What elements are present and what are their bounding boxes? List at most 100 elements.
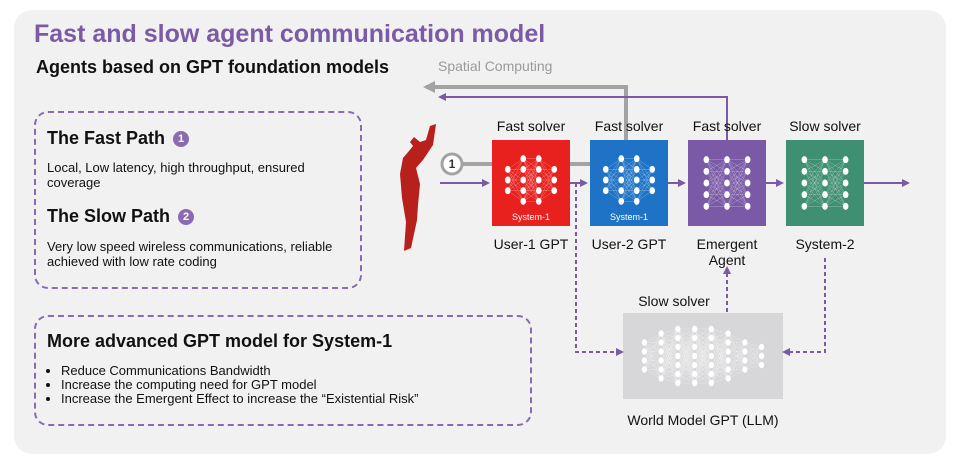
network-edge <box>727 342 746 379</box>
network-edge <box>507 179 524 191</box>
network-edge <box>804 159 826 184</box>
network-node <box>692 334 698 342</box>
network-edge <box>726 171 748 207</box>
network-node <box>725 375 731 382</box>
network-node <box>692 325 698 333</box>
network-edge <box>804 159 826 195</box>
network-node <box>641 339 647 346</box>
network-edge <box>694 373 712 384</box>
network-node <box>708 325 714 333</box>
slow-path-badge: 2 <box>178 209 195 226</box>
page-subtitle: Agents based on GPT foundation models <box>36 57 390 77</box>
network-edge <box>538 169 555 181</box>
slow-route-right <box>782 258 826 356</box>
network-edge <box>636 169 653 191</box>
network-edge <box>694 337 712 384</box>
network-node <box>602 176 609 184</box>
network-edge <box>824 159 846 172</box>
network-edge <box>726 159 748 207</box>
block2-top-label: Fast solver <box>594 118 664 134</box>
background-panel <box>14 10 946 454</box>
network-node <box>649 176 656 184</box>
network-edge <box>644 333 662 370</box>
advanced-bullet: Increase the computing need for GPT mode… <box>61 378 531 392</box>
advanced-heading: More advanced GPT model for System-1 <box>47 331 393 351</box>
fast-path-badge: 1 <box>173 131 190 148</box>
network-node <box>551 176 558 184</box>
network-node <box>658 339 664 346</box>
network-edge <box>728 333 745 343</box>
network-edge <box>605 169 622 191</box>
network-edge <box>824 159 846 207</box>
network-node <box>658 357 664 364</box>
network-node <box>708 334 714 342</box>
network-node <box>520 197 527 205</box>
network-edge <box>523 169 539 202</box>
network-edge <box>711 333 729 339</box>
fast-path-marker-label: 1 <box>449 157 456 171</box>
network-edge <box>661 378 678 384</box>
network-node <box>633 197 640 205</box>
network-edge <box>824 194 846 207</box>
network-edge <box>660 328 679 379</box>
network-edge <box>507 190 524 202</box>
network-edge <box>711 351 729 384</box>
network-edge <box>677 364 695 384</box>
network-edge <box>727 342 746 370</box>
network-edge <box>804 171 826 207</box>
block4-bottom-label: System-2 <box>795 236 855 252</box>
network-edge <box>507 158 524 191</box>
system-tag: System-1 <box>610 212 648 222</box>
network-edge <box>621 158 637 202</box>
network-edge <box>538 190 555 202</box>
network-edge <box>523 158 539 170</box>
network-node <box>535 187 542 195</box>
network-edge <box>711 333 729 375</box>
network-node <box>801 156 808 164</box>
network-edge <box>726 182 748 207</box>
network-node <box>675 325 681 333</box>
network-node <box>692 379 698 387</box>
network-node <box>742 357 748 364</box>
path-box <box>34 111 362 289</box>
network-edge <box>660 328 679 352</box>
network-node <box>618 187 625 195</box>
network-node <box>675 343 681 351</box>
network-edge <box>507 158 524 181</box>
network-edge <box>694 328 712 384</box>
block3-top-label: Fast solver <box>692 118 762 134</box>
network-node <box>842 191 849 199</box>
network-node <box>742 339 748 346</box>
network-edge <box>660 328 679 343</box>
network-edge <box>677 328 695 348</box>
network-edge <box>621 190 637 202</box>
network-node <box>725 330 731 337</box>
network-edge <box>605 158 622 170</box>
slow-route-left <box>575 183 624 356</box>
network-edge <box>711 328 729 334</box>
network-edge <box>621 158 637 181</box>
network-node <box>801 202 808 210</box>
network-node <box>725 366 731 373</box>
network-edge <box>605 158 622 191</box>
network-node <box>551 187 558 195</box>
network-node <box>742 366 748 373</box>
network-node <box>675 352 681 360</box>
network-edge <box>728 369 745 379</box>
network-edge <box>744 346 762 352</box>
network-edge <box>677 355 695 384</box>
network-node <box>744 167 751 175</box>
network-edge <box>824 171 846 207</box>
network-edge <box>727 351 746 379</box>
network-edge <box>706 171 728 207</box>
network-edge <box>711 369 729 384</box>
network-edge <box>644 333 662 352</box>
world-model-top-label: Slow solver <box>638 293 710 309</box>
network-edge <box>694 328 712 375</box>
network-edge <box>744 346 762 370</box>
network-edge <box>711 333 729 348</box>
fast-path-marker <box>440 152 464 176</box>
network-edge <box>744 342 762 348</box>
